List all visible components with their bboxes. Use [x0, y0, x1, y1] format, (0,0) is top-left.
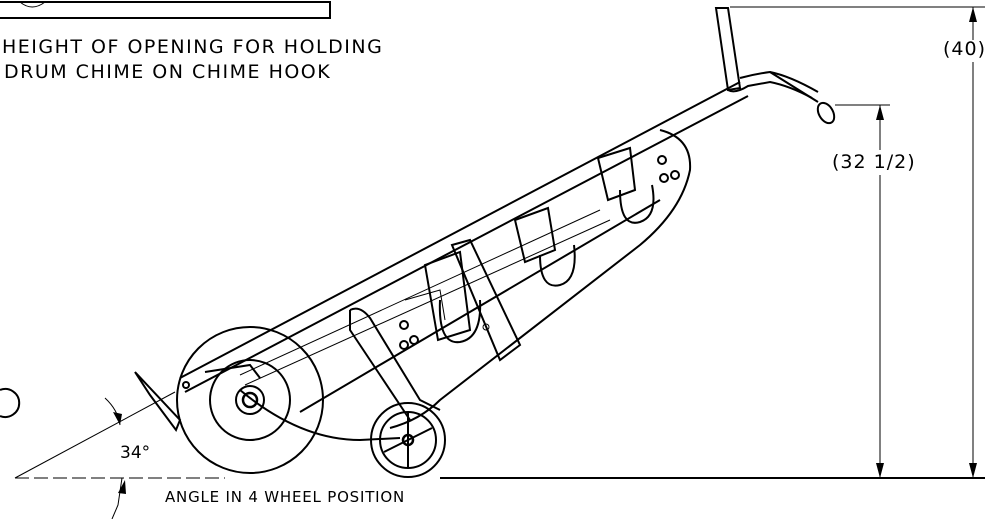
- chime-hooks: [404, 146, 655, 362]
- small-wheel: [370, 402, 446, 478]
- drum-truck: [134, 7, 836, 478]
- angle-value: 34°: [120, 443, 150, 463]
- note-line-2: DRUM CHIME ON CHIME HOOK: [4, 61, 331, 83]
- front-lip: [134, 371, 182, 433]
- note-line-1: HEIGHT OF OPENING FOR HOLDING: [2, 36, 383, 58]
- handle: [714, 7, 836, 125]
- angle-caption: ANGLE IN 4 WHEEL POSITION: [165, 488, 405, 506]
- angle-indicator: [14, 391, 225, 519]
- handle-height-dimension: [835, 104, 890, 478]
- callout-box: [0, 1, 331, 19]
- bolts: [182, 155, 680, 389]
- callout-circle: [0, 388, 21, 418]
- overall-height-label: (40): [943, 38, 986, 60]
- overall-height-dimension: [730, 6, 985, 478]
- large-wheel: [176, 326, 324, 474]
- frame: [179, 81, 749, 442]
- handle-height-label: (32 1/2): [832, 151, 916, 173]
